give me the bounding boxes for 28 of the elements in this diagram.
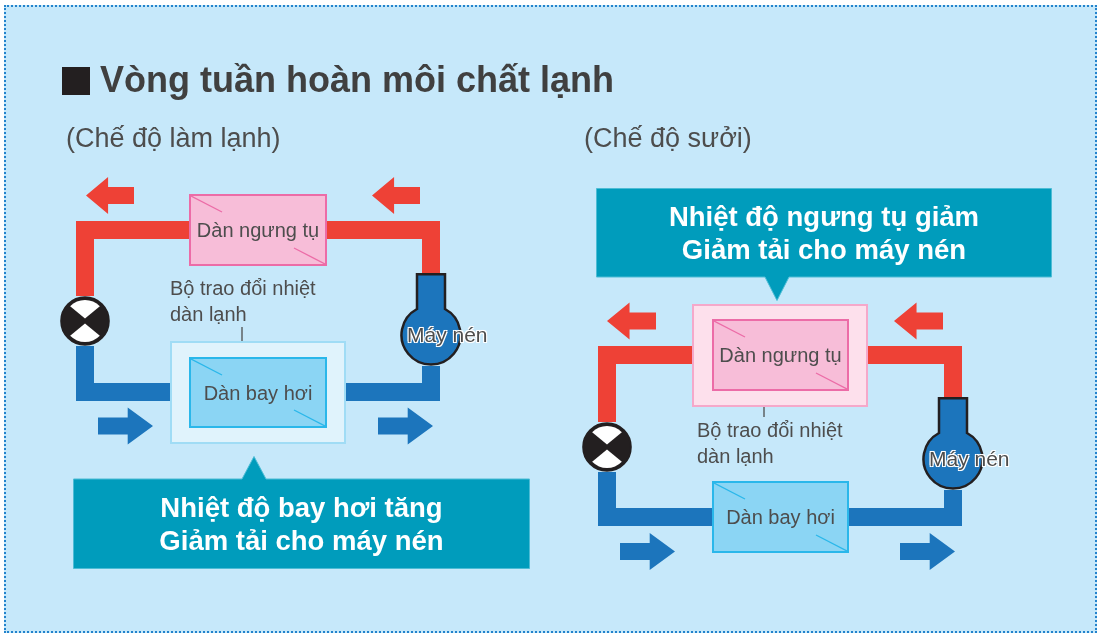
annotation-text: Bộ trao đổi nhiệt dàn lạnh xyxy=(170,275,325,327)
component-label: Dàn ngưng tụ xyxy=(196,218,320,242)
leader-line xyxy=(241,326,243,342)
callout-text: Nhiệt độ ngưng tụ giảm xyxy=(668,199,980,233)
refrigerant-pipe xyxy=(76,221,189,296)
refrigerant-pipe xyxy=(849,490,962,526)
component-label: Dàn bay hơi xyxy=(203,380,313,405)
refrigerant-pipe xyxy=(868,346,962,397)
refrigerant-pipe xyxy=(346,366,440,401)
heat-exchanger-box xyxy=(692,304,868,407)
leader-line xyxy=(763,406,765,418)
condenser-box xyxy=(712,319,849,391)
component-label: Dàn ngưng tụ xyxy=(719,343,842,367)
annotation-text: Bộ trao đổi nhiệt dàn lạnh xyxy=(697,417,852,469)
mode-label: (Chế độ sưởi) xyxy=(584,123,752,153)
callout-text: Nhiệt độ bay hơi tăng xyxy=(160,491,443,524)
callout-text: Giảm tải cho máy nén xyxy=(159,524,444,557)
callout-text: Giảm tải cho máy nén xyxy=(681,232,967,266)
heat-exchanger-box xyxy=(170,341,346,444)
refrigerant-pipe xyxy=(327,221,440,273)
evaporator-box xyxy=(189,357,327,428)
refrigerant-pipe xyxy=(598,472,712,526)
title: Vòng tuần hoàn môi chất lạnh xyxy=(100,60,614,100)
mode-label: (Chế độ làm lạnh) xyxy=(66,123,281,153)
condenser-box xyxy=(189,194,327,266)
component-label: Dàn bay hơi xyxy=(726,505,835,529)
evaporator-box xyxy=(712,481,849,553)
refrigerant-pipe xyxy=(598,346,692,422)
